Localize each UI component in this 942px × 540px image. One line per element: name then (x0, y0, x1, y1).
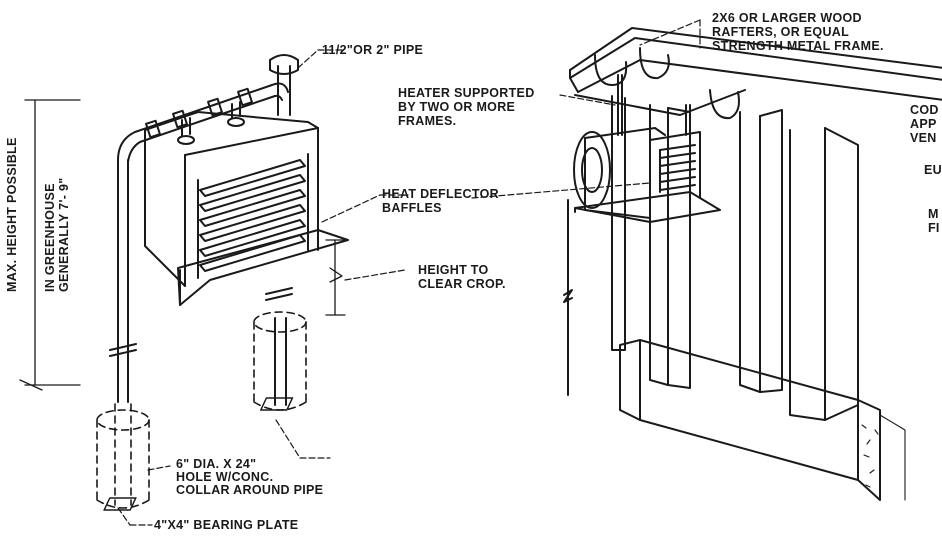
deflector-label-line2: BAFFLES (382, 201, 442, 215)
hole-label-line1: 6" DIA. X 24" (176, 457, 257, 471)
cutoff-text-line1: COD (910, 104, 939, 117)
greenhouse-label-line2: GENERALLY 7'- 9" (57, 177, 71, 292)
max-height-label: MAX. HEIGHT POSSIBLE (5, 137, 19, 292)
heater-supported-line1: HEATER SUPPORTED (398, 86, 535, 100)
rafters-label-line3: STRENGTH METAL FRAME. (712, 39, 884, 53)
rafters-label-line2: RAFTERS, OR EQUAL (712, 25, 850, 39)
bearing-plates (103, 397, 294, 511)
ground-texture (861, 414, 906, 501)
rafters-label-line1: 2X6 OR LARGER WOOD (712, 11, 862, 25)
right-wall-frames (563, 95, 881, 501)
right-heater-unit (573, 127, 721, 223)
right-leaders (471, 19, 701, 199)
bearing-plate-label: 4"X4" BEARING PLATE (154, 518, 299, 532)
cutoff-text-line5: M (928, 208, 939, 221)
left-heater-box (144, 111, 349, 306)
cutoff-text-line6: FI (928, 222, 940, 235)
cutoff-text-line3: VEN (910, 132, 937, 145)
heater-supported-line3: FRAMES. (398, 114, 457, 128)
hole-label-line2: HOLE W/CONC. (176, 470, 274, 484)
cutoff-text-line4: EU (924, 164, 942, 177)
deflector-label-line1: HEAT DEFLECTOR (382, 187, 499, 201)
pipe-size-label: 11/2"OR 2" PIPE (322, 43, 424, 57)
height-label-line1: HEIGHT TO (418, 263, 489, 277)
left-pipe-frame (109, 54, 299, 406)
left-leaders (117, 49, 409, 526)
max-height-dimension (19, 99, 81, 391)
crop-height-dimension (325, 239, 346, 316)
heater-supported-line2: BY TWO OR MORE (398, 100, 516, 114)
greenhouse-label-line1: IN GREENHOUSE (43, 183, 57, 292)
hole-label-line3: COLLAR AROUND PIPE (176, 483, 324, 497)
cutoff-text-line2: APP (910, 118, 937, 131)
right-rafters (569, 27, 942, 136)
height-label-line2: CLEAR CROP. (418, 277, 506, 291)
